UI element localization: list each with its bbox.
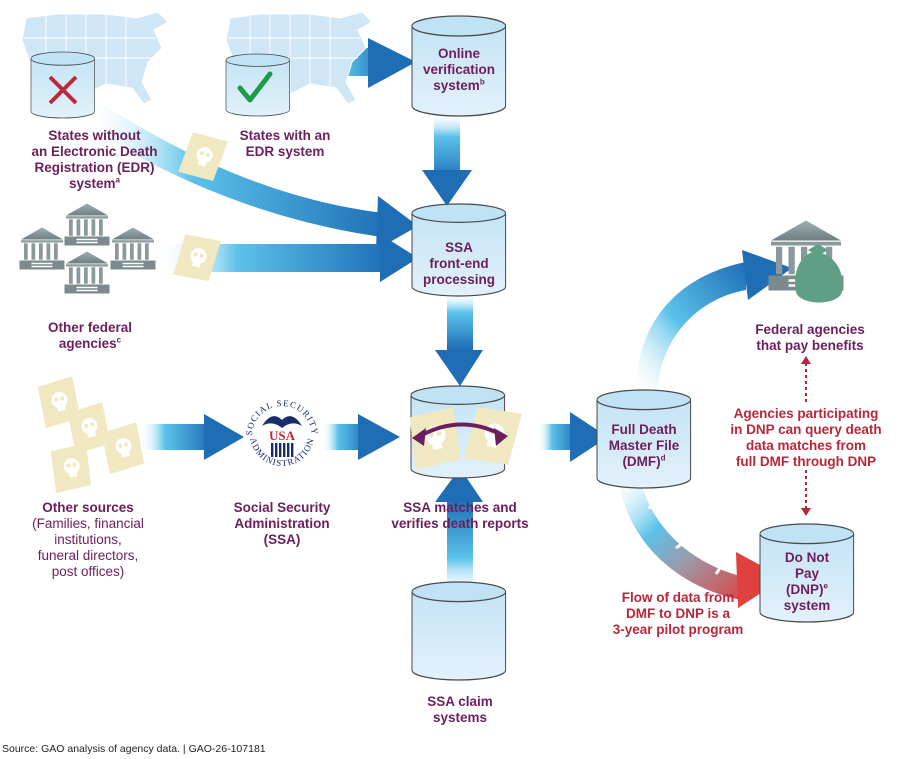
double-arrow-icon — [419, 422, 501, 438]
arrow-non-edr-to-front-end — [84, 100, 418, 250]
seal-usa: USA — [269, 428, 296, 443]
document-icon — [48, 443, 94, 494]
ssa-seal-icon: USA SOCIAL SECURITY ADMINISTRATION — [244, 394, 320, 470]
building-icon — [19, 227, 65, 270]
federal-agency-payment-icon — [768, 220, 844, 303]
building-icon — [110, 227, 156, 270]
arrow-ssa-to-matches — [322, 414, 400, 460]
arrow-front-end-to-matches — [435, 292, 483, 386]
pilot-program-annotation: Flow of data from DMF to DNP is a 3-year… — [612, 590, 744, 637]
money-bag-icon — [795, 252, 843, 303]
arrow-matches-to-dmf — [538, 412, 608, 462]
dnp-label: Do Not Pay (DNP)e system — [783, 550, 831, 613]
other-federal-agencies-label: Other federal agenciesc — [47, 320, 133, 351]
dotted-arrow-down — [801, 470, 811, 516]
dnp-query-annotation: Agencies participating in DNP can query … — [730, 406, 882, 469]
arrow-segment-divider — [714, 555, 730, 575]
footnote-c: c — [116, 335, 122, 345]
footnote-b: b — [479, 77, 485, 87]
ssa-front-end-label: SSA front-end processing — [422, 240, 496, 287]
federal-buildings-icon — [19, 203, 156, 294]
arrow-sources-to-ssa — [140, 414, 244, 460]
arrow-dmf-to-federal-agencies — [636, 250, 792, 388]
dotted-arrow-up — [801, 356, 811, 402]
arrow-segment-divider — [647, 498, 671, 510]
building-icon — [64, 203, 110, 246]
federal-agencies-pay-label: Federal agencies that pay benefits — [755, 322, 865, 353]
ssa-matches-label: SSA matches and verifies death reports — [391, 500, 529, 531]
building-icon — [64, 251, 110, 294]
arrow-online-to-front-end — [422, 112, 472, 206]
source-note: Source: GAO analysis of agency data. | G… — [2, 743, 266, 755]
full-dmf-label: Full Death Master File (DMF)d — [608, 422, 680, 469]
database-cylinder — [225, 53, 291, 117]
online-verification-label: Online verification systemb — [422, 46, 496, 93]
matched-documents — [406, 403, 522, 470]
ssa-label: Social Security Administration (SSA) — [233, 500, 331, 547]
check-mark-icon — [237, 71, 273, 103]
footnote-e: e — [823, 581, 828, 591]
arrow-segment-divider — [675, 532, 697, 550]
footnote-d: d — [660, 453, 666, 463]
claim-systems-cylinder — [411, 581, 507, 681]
states-with-edr-label: States with an EDR system — [239, 128, 331, 159]
states-without-edr-label: States without an Electronic Death Regis… — [31, 128, 158, 191]
x-mark-icon — [48, 75, 78, 105]
document-icon — [173, 231, 221, 284]
arrow-claims-to-matches — [435, 468, 483, 598]
other-sources-label: Other sources (Families, financial insti… — [32, 500, 144, 579]
footnote-a: a — [115, 175, 120, 185]
ssa-claim-systems-label: SSA claim systems — [427, 694, 493, 725]
database-cylinder — [30, 51, 96, 119]
